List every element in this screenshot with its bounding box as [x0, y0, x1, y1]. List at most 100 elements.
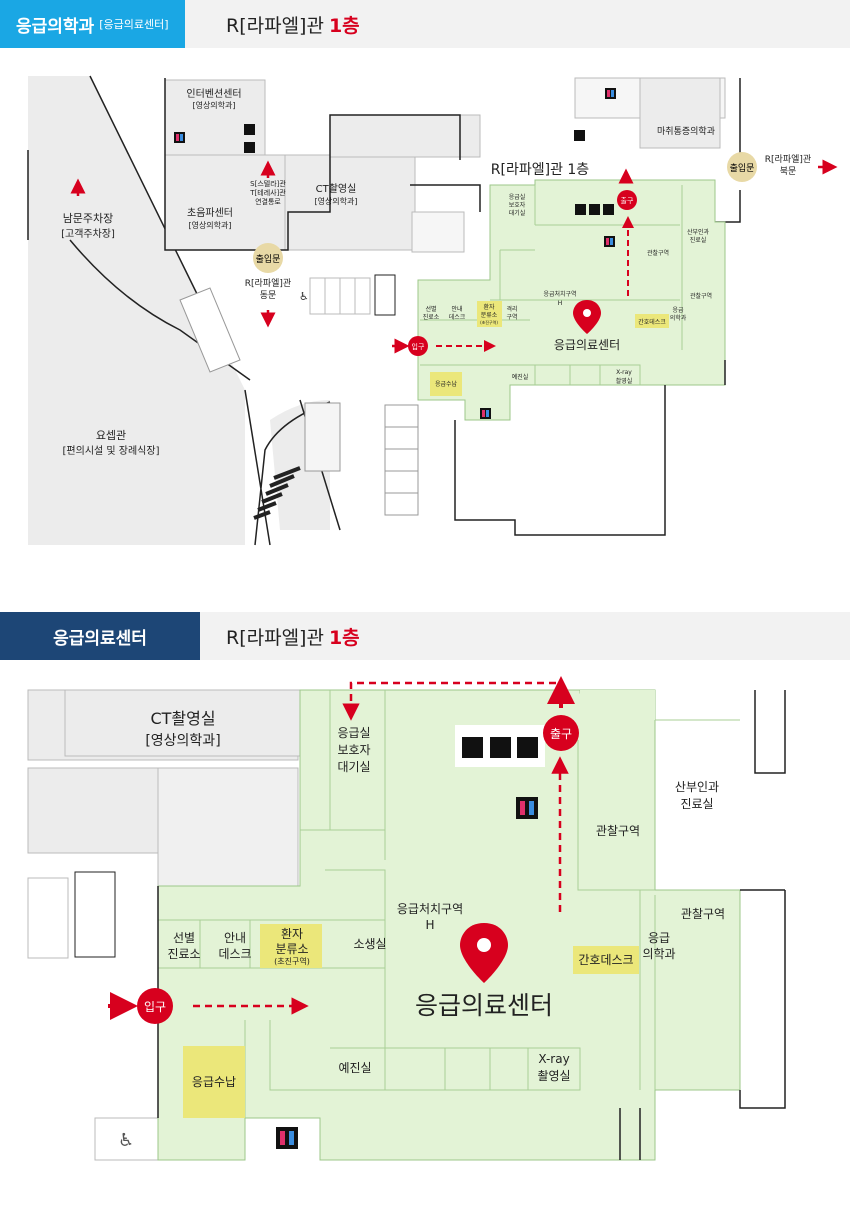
triage-label-1: 선별 [173, 931, 195, 945]
direction-arrows [70, 159, 838, 354]
classification-label-3: (초진구역) [274, 956, 310, 966]
waiting-label-3: 대기실 [509, 209, 526, 217]
section1-tag-sub: [응급의료센터] [99, 18, 169, 31]
elevator-icon [575, 204, 614, 215]
classification-label-1: 환자 [281, 927, 303, 941]
obgyn-label-2: 진료실 [690, 236, 707, 244]
escalator-icon [574, 130, 585, 141]
wheelchair-icon: ♿ [299, 290, 309, 303]
joseph-label: 요셉관 [96, 429, 126, 442]
nurse-desk-label: 간호데스크 [578, 953, 633, 967]
emergency-area-lines [420, 185, 683, 385]
center-label: 응급의료센터 [415, 991, 553, 1020]
section2-tag: 응급의료센터 [0, 612, 200, 660]
building-outline [329, 114, 481, 212]
entrance-marker: 입구 [408, 336, 428, 356]
restroom-icon [604, 236, 615, 247]
waiting-route [342, 681, 556, 721]
obgyn-label-1: 산부인과 [687, 228, 710, 236]
em-med-label-1: 응급 [672, 307, 684, 314]
payment-box [183, 1046, 245, 1118]
observation-label-2: 관찰구역 [681, 907, 725, 921]
restroom-icon [276, 1127, 298, 1149]
east-gate-label-2: 동문 [260, 290, 277, 301]
info-label-1: 안내 [224, 931, 246, 945]
corridor-label-2: T[테레사]관 [249, 188, 286, 197]
prep-room-label: 예진실 [512, 373, 529, 381]
exit-marker: 출구 [543, 715, 579, 751]
elevator-icon [244, 142, 255, 153]
info-label-1: 안내 [451, 305, 462, 313]
restroom-icon [516, 797, 538, 819]
triage-label-2: 진료소 [167, 947, 200, 961]
prep-room-label: 예진실 [338, 1061, 371, 1075]
xray-label-2: 촬영실 [616, 377, 633, 385]
joseph-sub: [편의시설 및 장례식장] [63, 445, 160, 457]
section1-header: 응급의학과 [응급의료센터] R[라파엘]관 1층 [0, 0, 850, 48]
waiting-label-1: 응급실 [509, 193, 526, 201]
building-floor-label: R[라파엘]관 1층 [491, 162, 590, 178]
obgyn-label-2: 진료실 [680, 797, 713, 811]
section1-floor: 1층 [328, 14, 360, 37]
detail-map: CT촬영실 [영상의학과] 응급실 보호자 대기실 관찰구역 관찰구역 산부인과… [27, 676, 786, 1161]
ultrasound-label: 초음파센터 [187, 207, 233, 219]
section2-floor: 1층 [328, 626, 360, 649]
section1-tag: 응급의학과 [응급의료센터] [0, 0, 185, 48]
xray-label-1: X-ray [538, 1052, 569, 1066]
treatment-label-1: 응급처치구역 [543, 290, 576, 298]
exit-marker: 출구 [617, 190, 637, 210]
classification-label-2: 분류소 [275, 942, 308, 956]
observation-label-1: 관찰구역 [596, 824, 640, 838]
anesthesia-label: 마취통증의학과 [657, 126, 715, 137]
ct-sub: [영상의학과] [145, 733, 220, 749]
north-gate-label-2: 북문 [780, 166, 797, 177]
road-edge [27, 150, 251, 381]
treatment-label-2: H [425, 918, 434, 932]
section2-header: 응급의료센터 R[라파엘]관 1층 [0, 612, 850, 660]
isolation-label-1: 격리 [506, 305, 517, 313]
em-med-label-2: 의학과 [670, 314, 687, 322]
waiting-label-2: 보호자 [509, 201, 526, 209]
observation-label-1: 관찰구역 [647, 249, 669, 257]
north-gate-label-1: R[라파엘]관 [765, 154, 811, 165]
restroom-icon [174, 132, 185, 143]
intervention-label: 인터벤션센터 [186, 88, 241, 100]
ct-label: CT촬영실 [316, 183, 357, 195]
waiting-label-2: 보호자 [337, 743, 370, 757]
exit-badge-label: 출구 [621, 196, 634, 205]
wheelchair-icon: ♿ [118, 1130, 134, 1151]
section1-title: R[라파엘]관 1층 [226, 0, 360, 48]
section1-building: R[라파엘]관 [226, 14, 324, 37]
waiting-label-1: 응급실 [337, 726, 370, 740]
entrance-gate-label: 출입문 [256, 253, 281, 265]
corridor-label-3: 연결통로 [255, 197, 281, 206]
overview-map: 인터벤션센터 [영상의학과] 초음파센터 [영상의학과] CT촬영실 [영상의학… [27, 75, 838, 546]
center-label: 응급의료센터 [554, 338, 620, 352]
section2-building: R[라파엘]관 [226, 626, 324, 649]
emergency-area [580, 690, 655, 720]
xray-label-1: X-ray [616, 369, 632, 376]
stairs [309, 274, 396, 316]
xray-label-2: 촬영실 [537, 1069, 570, 1083]
waiting-label-3: 대기실 [337, 760, 370, 774]
building-outline [454, 360, 726, 536]
isolation-label-2: 구역 [506, 313, 517, 321]
parking-label-1: 남문주차장 [63, 212, 114, 225]
nurse-desk-box [573, 946, 639, 974]
location-pin-icon [460, 923, 508, 983]
north-gate-badge-label: 출입문 [730, 162, 755, 174]
payment-label: 응급수납 [192, 1075, 236, 1089]
nurse-desk-box [635, 314, 669, 328]
building-outline [739, 690, 786, 1109]
exit-badge-label: 출구 [550, 727, 572, 741]
section2-title: R[라파엘]관 1층 [226, 612, 360, 660]
classification-label-3: (초진구역) [480, 319, 498, 325]
nurse-desk-label: 간호데스크 [638, 318, 666, 326]
section2-tag-text: 응급의료센터 [53, 628, 147, 649]
triage-label-1: 선별 [425, 305, 436, 313]
patient-classification-box [477, 301, 502, 327]
observation-label-2: 관찰구역 [690, 292, 712, 300]
intervention-sub: [영상의학과] [192, 100, 235, 110]
triage-label-2: 진료소 [423, 313, 440, 321]
building-blocks [27, 689, 301, 1161]
